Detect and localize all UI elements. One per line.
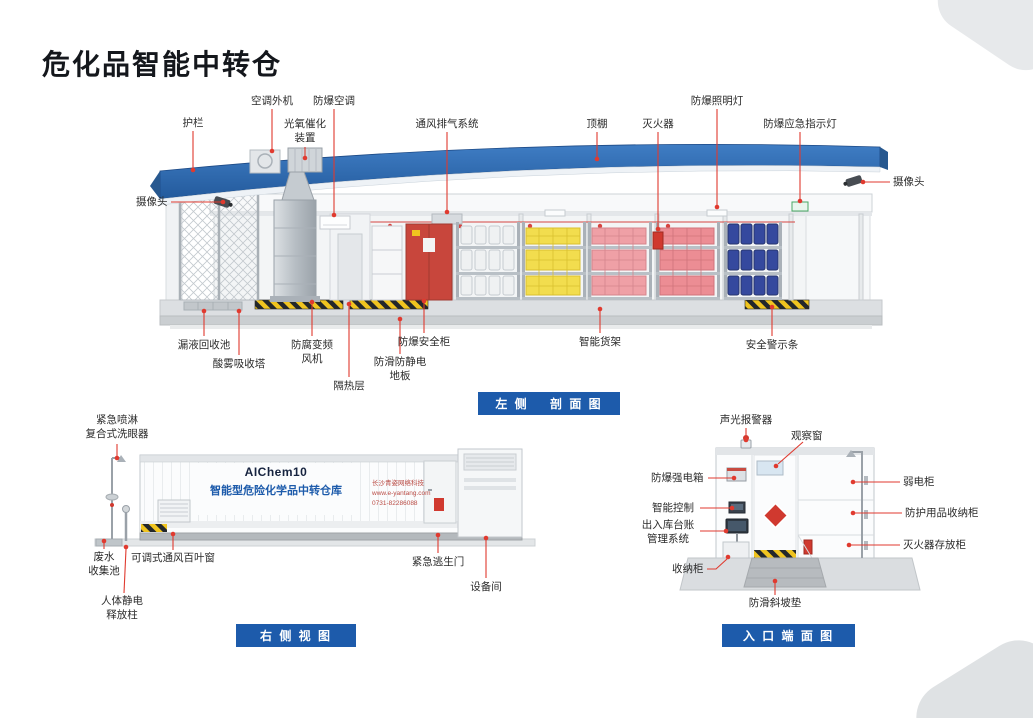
white-cabinet (371, 225, 403, 301)
camera-right-shape (843, 175, 863, 187)
label-camera-right: 摄像头 (893, 176, 925, 188)
page-title: 危化品智能中转仓 (42, 48, 283, 80)
label-antistatic-floor: 防滑防静电 地板 (373, 356, 427, 382)
label-leak-recovery-pool: 漏液回收池 (177, 339, 231, 351)
label-storage-cabinet: 收纳柜 (672, 563, 704, 575)
label-canopy: 顶棚 (586, 118, 608, 130)
static-discharge-column-shape (122, 505, 130, 541)
label-emergency-exit-door: 紧急逃生门 (411, 556, 465, 568)
storage-cabinet-shape (722, 541, 750, 559)
explosion-proof-safety-cabinet (405, 223, 453, 301)
shelf-unit-yellow-boxes (522, 222, 586, 300)
container-name-text: 智能型危险化学品中转仓库 (210, 485, 342, 497)
label-camera-left: 摄像头 (136, 196, 168, 208)
equipment-room-shape (457, 448, 523, 538)
caption-entrance-end-view: 入 口 端 面 图 (722, 624, 855, 647)
label-intelligent-control: 智能控制 (652, 502, 694, 514)
extinguisher-in-cabinet-shape (797, 534, 813, 559)
callout-dots (101, 148, 866, 584)
label-photo-oxygen-catalytic: 光氧催化 装置 (284, 118, 326, 144)
label-safety-warning-strip: 安全警示条 (745, 339, 799, 351)
label-emergency-indicator: 防爆应急指示灯 (763, 118, 837, 130)
shower-pole-shape (846, 450, 863, 558)
leak-recovery-pool (183, 301, 243, 311)
label-adjustable-louver: 可调式通风百叶窗 (131, 552, 215, 564)
shelf-unit-white-drums (456, 222, 520, 300)
label-extinguisher-cabinet: 灭火器存放柜 (903, 539, 966, 551)
ledger-monitor-shape (725, 518, 749, 547)
label-emergency-shower: 紧急喷淋 复合式洗眼器 (85, 414, 149, 440)
label-acid-mist-tower: 酸雾吸收塔 (212, 358, 266, 370)
label-observation-window: 观察窗 (791, 430, 823, 442)
container-model-text: AIChem10 (244, 465, 308, 479)
antislip-ramp-shape (743, 557, 827, 588)
shelf-unit-pink-boxes-1 (588, 222, 652, 300)
label-guardrail: 护栏 (182, 117, 204, 129)
power-box-shape (726, 467, 747, 482)
label-fire-extinguisher: 灭火器 (642, 118, 674, 130)
hazard-diamond-placard (762, 502, 789, 529)
callout-leader-lines (103, 109, 902, 595)
label-safety-cabinet: 防爆安全柜 (397, 336, 451, 348)
label-static-discharge-column: 人体静电 释放柱 (101, 595, 143, 621)
label-wastewater-pool: 废水 收集池 (88, 551, 120, 577)
label-explosion-proof-light: 防爆照明灯 (690, 95, 744, 107)
interior-wall-door (329, 213, 371, 301)
label-equipment-room: 设备间 (470, 581, 502, 593)
eyewash-station-shape (105, 455, 126, 539)
shelf-unit-pink-boxes-2 (656, 222, 720, 300)
label-ac-outdoor-unit: 空调外机 (251, 95, 293, 107)
shelf-unit-blue-drums (724, 222, 782, 300)
label-explosion-proof-ac: 防爆空调 (313, 95, 355, 107)
container-side (139, 454, 523, 541)
label-smart-shelving: 智能货架 (579, 336, 621, 348)
label-ppe-cabinet: 防护用品收纳柜 (905, 507, 979, 519)
acid-mist-absorption-tower (249, 147, 323, 302)
caption-left-section-view: 左 侧 剖 面 图 (478, 392, 620, 415)
explosion-proof-ac-unit (319, 215, 351, 230)
guardrail-fence (178, 193, 260, 301)
label-weak-current-cabinet: 弱电柜 (903, 476, 935, 488)
label-ventilation-exhaust: 通风排气系统 (415, 118, 479, 130)
caption-right-side-view: 右 侧 视 图 (236, 624, 356, 647)
container-phone-text: 0731-82286088 (372, 500, 418, 507)
fire-extinguisher-shape (652, 231, 664, 250)
label-anticorrosion-fan: 防腐变频 风机 (291, 339, 333, 365)
container-company-text: 长沙青姿网络科技 (372, 480, 424, 487)
container-website-text: www.e-yantang.com (372, 490, 431, 497)
label-antislip-ramp: 防滑斜坡垫 (748, 597, 802, 609)
label-ledger-system: 出入库台账 管理系统 (641, 519, 695, 545)
label-power-box: 防爆强电箱 (651, 472, 704, 484)
emergency-exit-door-shape (423, 460, 457, 524)
label-insulation-layer: 隔热层 (333, 380, 365, 392)
label-audible-visual-alarm: 声光报警器 (719, 414, 773, 426)
